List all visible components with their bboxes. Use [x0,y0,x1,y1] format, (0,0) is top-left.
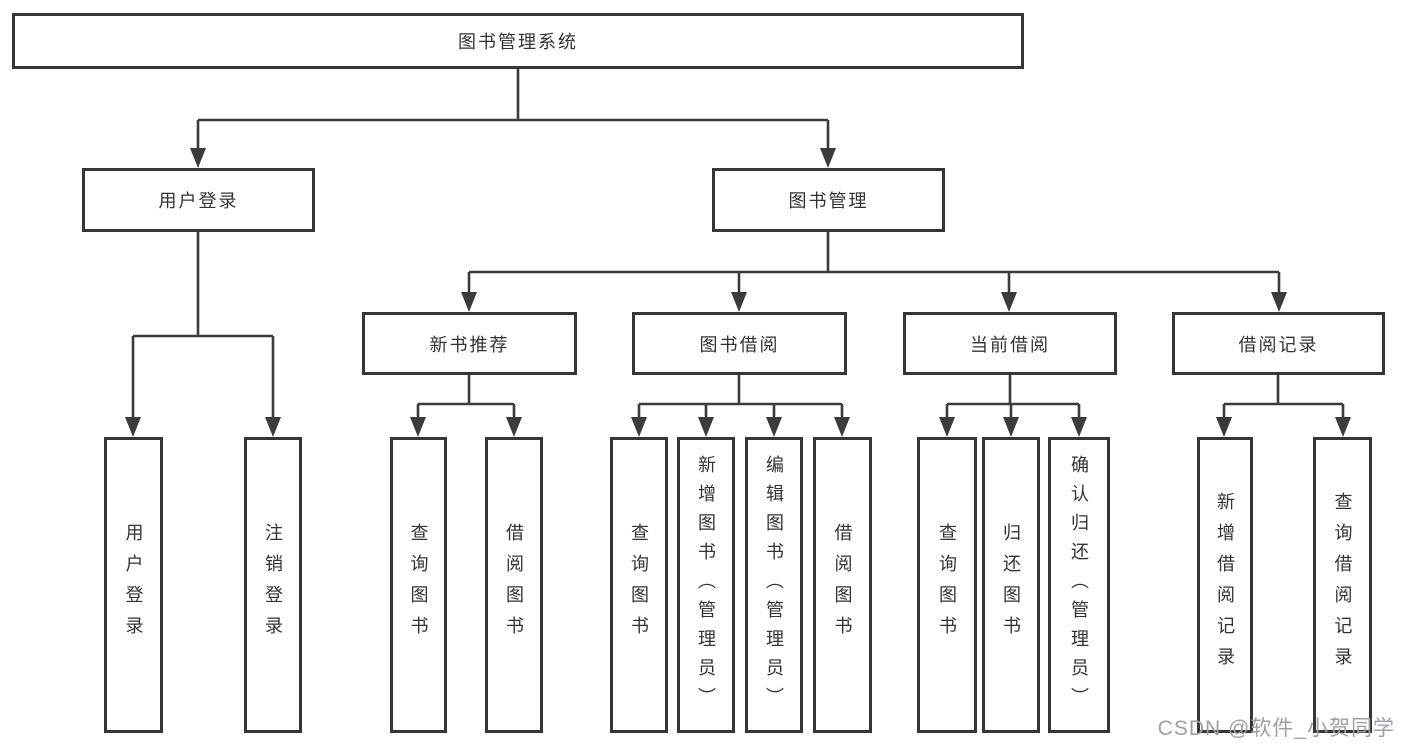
leaf-query-books-borrowing: 查询图书 [610,437,668,733]
node-library-system: 图书管理系统 [12,13,1024,69]
leaf-confirm-return-admin: 确认归还（管理员） [1048,437,1110,733]
leaf-return-books: 归还图书 [982,437,1040,733]
leaf-query-borrow-record: 查询借阅记录 [1313,437,1372,733]
node-book-borrowing: 图书借阅 [632,312,847,375]
node-new-book-recommendation: 新书推荐 [362,312,577,375]
leaf-query-books-current: 查询图书 [917,437,977,733]
leaf-query-books-recommend: 查询图书 [390,437,447,733]
node-borrow-records: 借阅记录 [1172,312,1385,375]
node-book-management: 图书管理 [712,168,945,232]
node-current-borrowing: 当前借阅 [903,312,1117,375]
leaf-borrow-books-borrowing: 借阅图书 [813,437,872,733]
leaf-add-book-admin: 新增图书（管理员） [677,437,735,733]
leaf-edit-book-admin: 编辑图书（管理员） [745,437,803,733]
arrowhead-icons [125,148,1351,437]
leaf-borrow-books-recommend: 借阅图书 [485,437,543,733]
leaf-add-borrow-record: 新增借阅记录 [1197,437,1253,733]
node-user-login: 用户登录 [82,168,315,232]
leaf-user-login: 用户登录 [104,437,163,733]
leaf-logout: 注销登录 [244,437,302,733]
